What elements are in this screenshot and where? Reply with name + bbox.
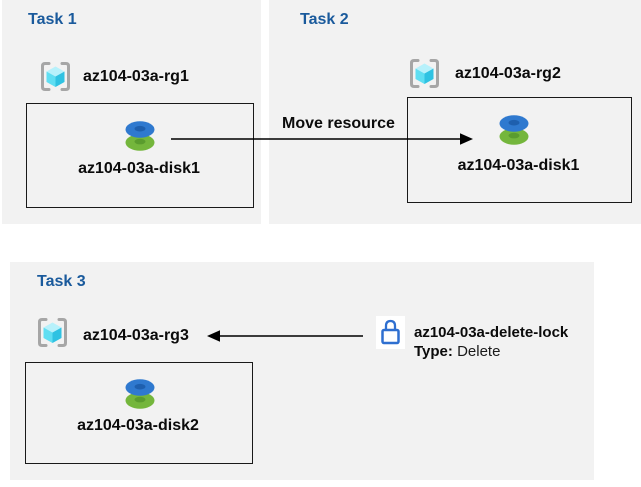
delete-lock-type: Type: Delete xyxy=(414,343,500,360)
task2-resource-name: az104-03a-disk1 xyxy=(457,157,580,174)
lock-icon xyxy=(376,316,405,349)
managed-disk-icon xyxy=(121,377,159,411)
resource-group-icon xyxy=(37,59,74,94)
resource-group-icon xyxy=(406,56,443,91)
task1-title: Task 1 xyxy=(28,11,77,28)
task3-resource-box xyxy=(25,362,253,464)
task1-resource-box xyxy=(26,103,254,208)
task2-resource-box xyxy=(407,97,632,203)
task3-panel xyxy=(10,262,594,480)
task2-title: Task 2 xyxy=(300,11,349,28)
task3-title: Task 3 xyxy=(37,273,86,290)
delete-lock-type-value: Delete xyxy=(457,343,501,360)
managed-disk-icon xyxy=(121,119,159,153)
task3-resource-name: az104-03a-disk2 xyxy=(77,417,199,434)
task2-panel xyxy=(269,0,641,224)
task1-panel xyxy=(2,0,261,224)
move-resource-label: Move resource xyxy=(282,115,395,132)
delete-lock-type-label: Type: xyxy=(414,343,453,360)
managed-disk-icon xyxy=(495,113,533,147)
task3-resource-group-name: az104-03a-rg3 xyxy=(83,327,189,344)
resource-group-icon xyxy=(34,315,71,350)
task1-resource-name: az104-03a-disk1 xyxy=(78,160,200,177)
delete-lock-name: az104-03a-delete-lock xyxy=(414,324,569,341)
task2-resource-group-name: az104-03a-rg2 xyxy=(455,65,561,82)
task1-resource-group-name: az104-03a-rg1 xyxy=(83,68,189,85)
